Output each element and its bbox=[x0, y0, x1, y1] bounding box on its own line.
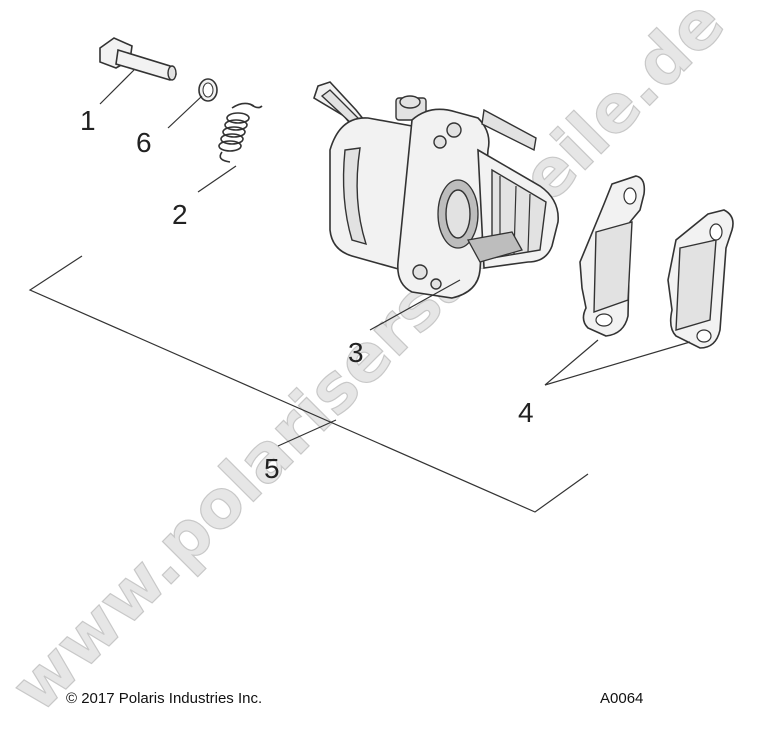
leader-4a bbox=[544, 339, 599, 386]
callout-2: 2 bbox=[172, 199, 188, 230]
leader-4b bbox=[544, 341, 691, 386]
pad-part-left bbox=[579, 175, 646, 337]
watermark-text: www.polarisersatzteile.de bbox=[0, 0, 740, 727]
pad-part-right bbox=[667, 209, 734, 349]
callout-5: 5 bbox=[264, 453, 280, 484]
callout-3: 3 bbox=[348, 337, 364, 368]
spring-part bbox=[218, 102, 263, 163]
callout-4: 4 bbox=[518, 397, 534, 428]
leader-1 bbox=[99, 69, 135, 105]
leader-5 bbox=[277, 419, 337, 447]
kit-bracket bbox=[28, 255, 589, 513]
callout-1: 1 bbox=[80, 105, 96, 136]
bolt-part bbox=[99, 37, 178, 81]
copyright-text: © 2017 Polaris Industries Inc. bbox=[66, 690, 263, 707]
figure-id: A0064 bbox=[600, 690, 644, 707]
caliper-part bbox=[313, 81, 559, 299]
leader-3 bbox=[369, 279, 461, 331]
leader-6 bbox=[167, 95, 203, 129]
callout-6: 6 bbox=[136, 127, 152, 158]
leader-2 bbox=[197, 165, 237, 193]
ring-part bbox=[198, 78, 218, 102]
